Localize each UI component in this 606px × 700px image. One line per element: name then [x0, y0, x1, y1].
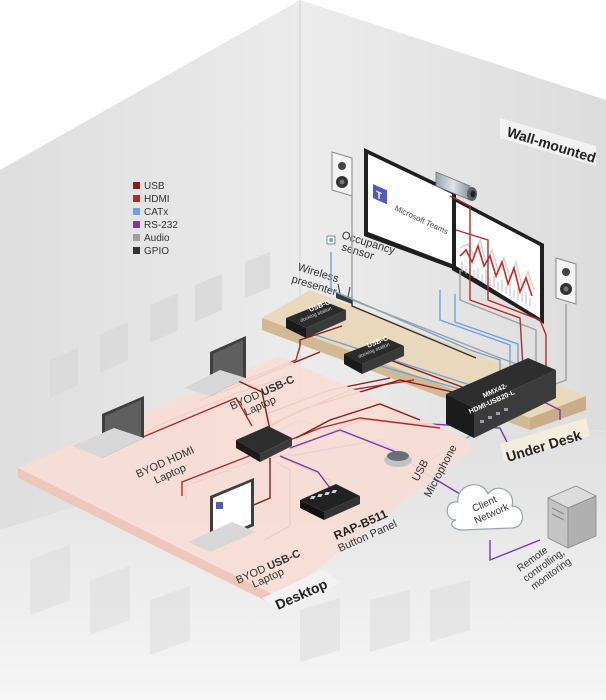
- legend-swatch-catx: [133, 208, 140, 215]
- laptop-hdmi: [72, 396, 144, 458]
- occupancy-sensor-icon: [326, 235, 336, 245]
- display-chart: [452, 196, 544, 324]
- legend-swatch-usb: [133, 182, 140, 189]
- speaker-left-icon: [331, 151, 353, 197]
- mmx-ports: [480, 408, 508, 423]
- legend-label-audio: Audio: [144, 233, 170, 244]
- rap-button-panel: [300, 484, 360, 520]
- legend-swatch-hdmi: [133, 195, 140, 202]
- speaker-right-icon: [555, 257, 577, 305]
- mmx-switcher: MMX42- HDMI-USB20-L: [446, 358, 556, 438]
- laptop-usbc-top: [184, 336, 246, 396]
- camera-icon: [435, 171, 477, 201]
- client-network-cloud-icon: [446, 484, 524, 531]
- legend: USB HDMI CATx RS-232 Audio GPIO: [133, 181, 178, 257]
- legend-swatch-audio: [133, 234, 140, 241]
- teams-logo-small-icon: [216, 502, 223, 509]
- table-connection-box: [236, 426, 292, 462]
- teams-logo-letter: T: [376, 190, 383, 203]
- legend-swatch-gpio: [133, 247, 140, 254]
- legend-label-hdmi: HDMI: [144, 194, 170, 205]
- desktop-table: [18, 356, 470, 604]
- server-icon: [547, 485, 597, 549]
- docking-station-2: USB-C docking station: [344, 335, 404, 374]
- wireless-presenter-icon: [336, 283, 352, 304]
- ghost-chairs: [30, 252, 470, 662]
- legend-label-catx: CATx: [144, 207, 168, 218]
- teams-logo-icon: [373, 184, 387, 205]
- laptop-usbc-bottom: [188, 478, 256, 552]
- display-teams: T Microsoft Teams: [364, 148, 456, 270]
- legend-label-rs232: RS-232: [144, 220, 178, 231]
- legend-swatch-rs232: [133, 221, 140, 228]
- legend-label-usb: USB: [144, 181, 165, 192]
- display-chart-graphic: [459, 237, 535, 306]
- usb-microphone-icon: [384, 451, 412, 467]
- legend-label-gpio: GPIO: [144, 246, 169, 257]
